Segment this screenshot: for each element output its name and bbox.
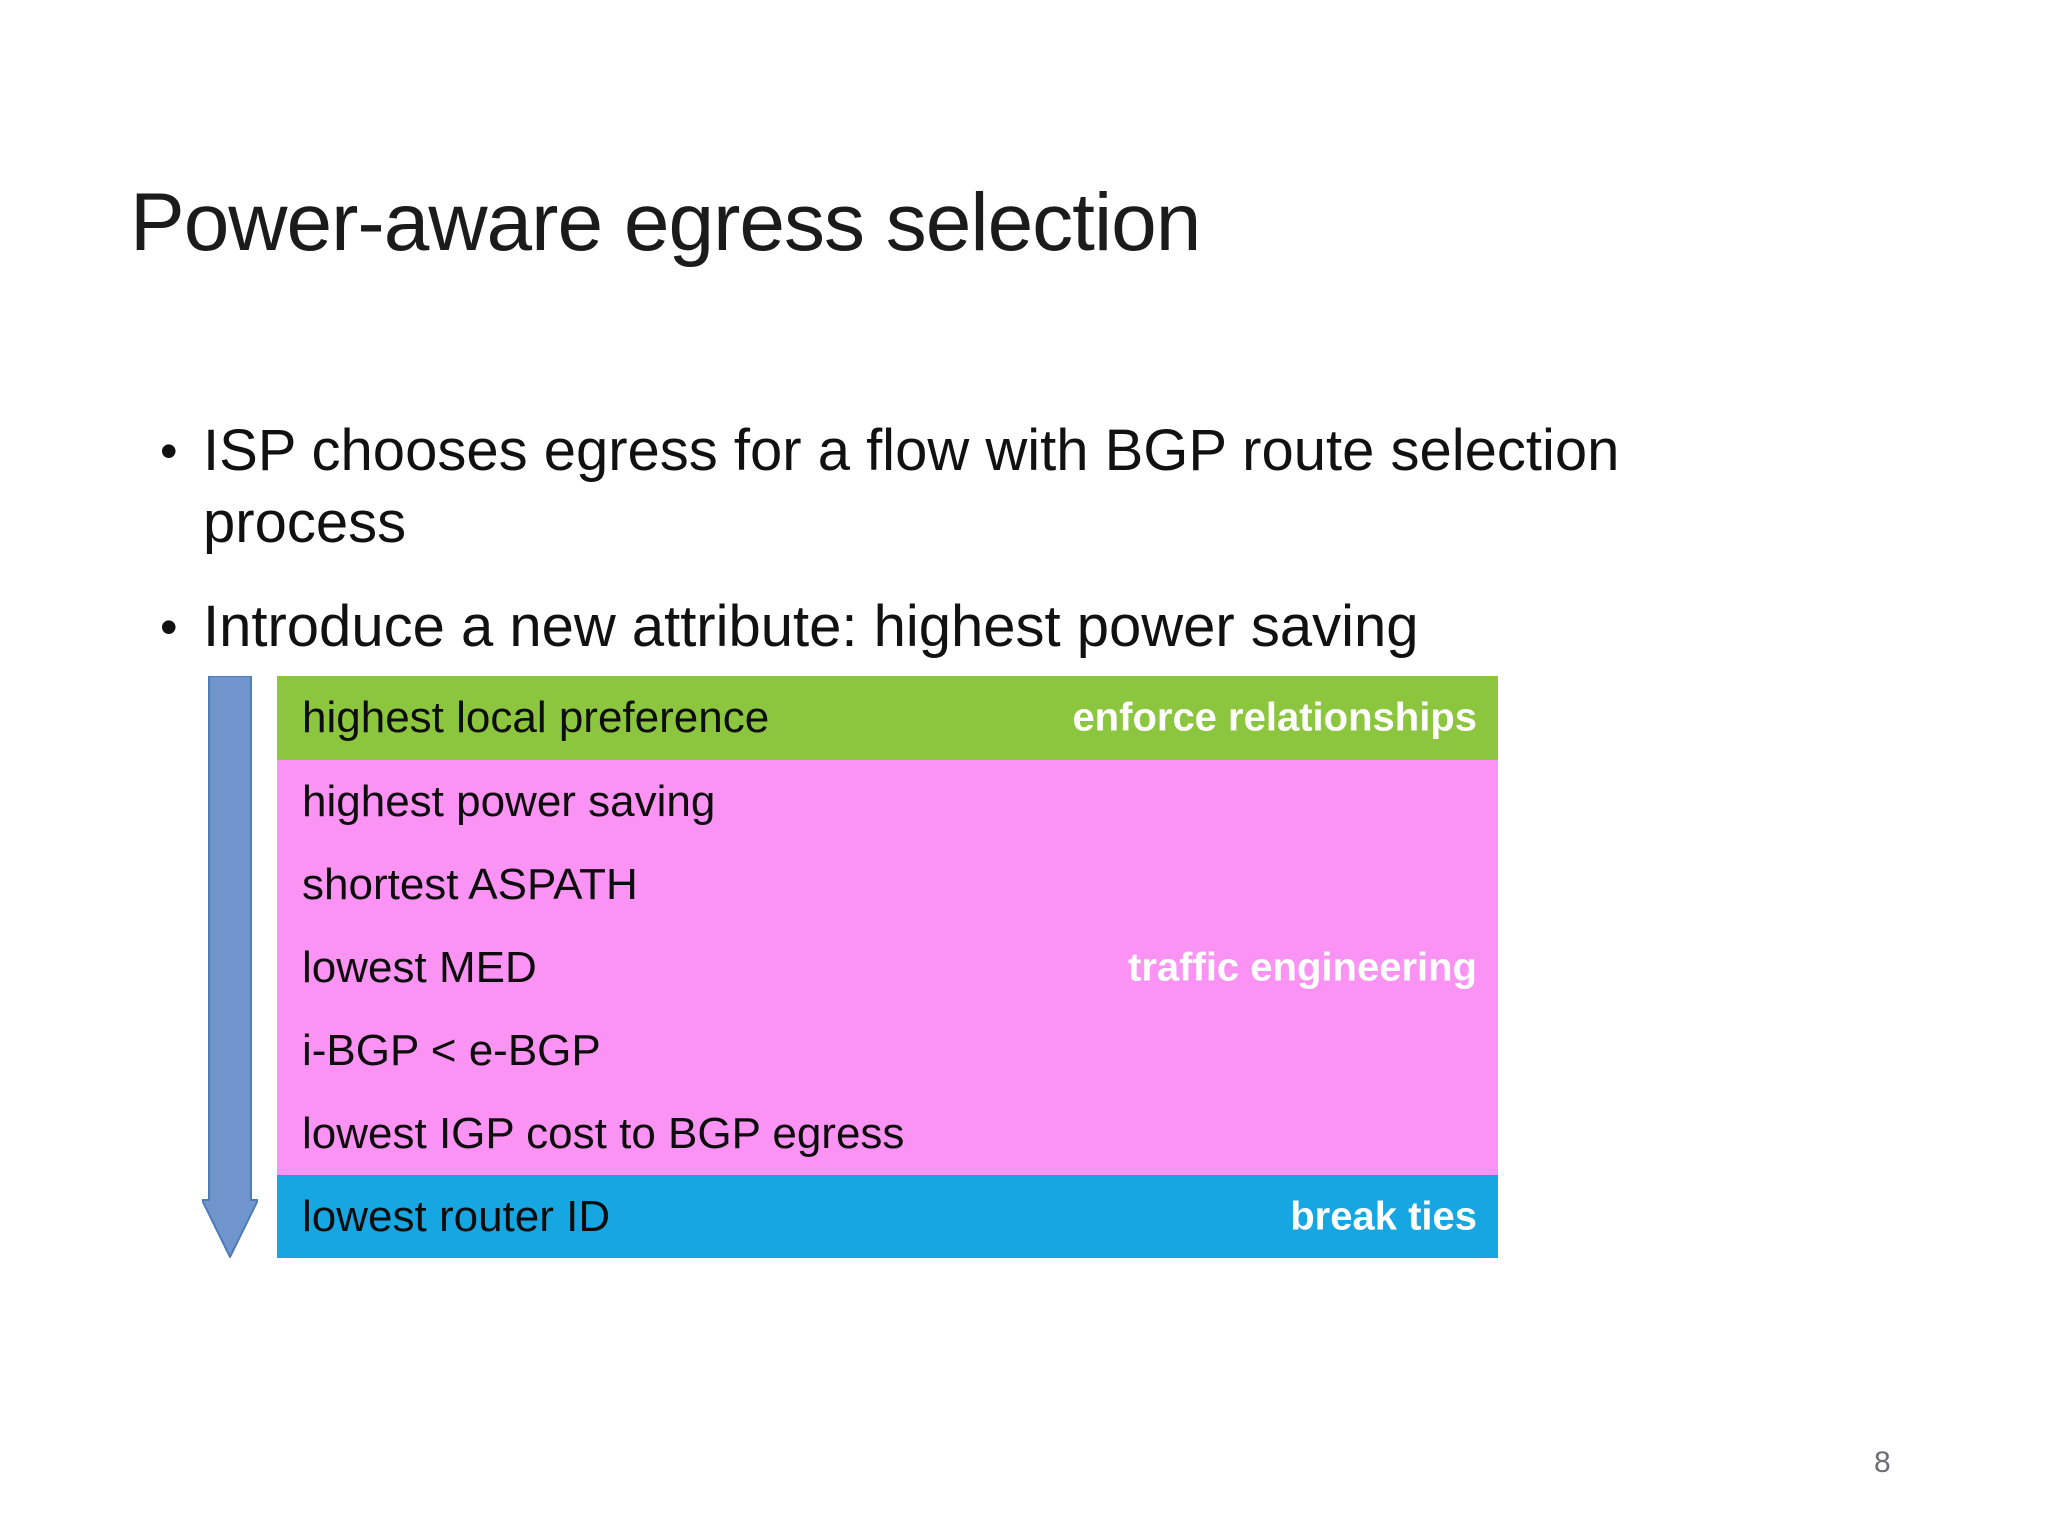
row-label: lowest router ID [302, 1191, 611, 1241]
row-label: highest local preference [302, 693, 770, 742]
bullet-marker-icon: • [160, 599, 178, 655]
table-row: highest power saving [277, 760, 1498, 843]
table-row: lowest router ID break ties [277, 1175, 1498, 1258]
row-category-label: traffic engineering [1128, 945, 1477, 989]
bullet-text-line: ISP chooses egress for a flow with BGP r… [203, 418, 1620, 483]
bullet-text: Introduce a new attribute: highest power… [203, 591, 1419, 663]
row-label: lowest IGP cost to BGP egress [302, 1108, 905, 1158]
bullet-text: ISP chooses egress for a flow with BGP r… [203, 415, 1619, 559]
bgp-priority-table: highest local preference enforce relation… [277, 676, 1498, 1258]
bullet-item-0: • ISP chooses egress for a flow with BGP … [160, 415, 1619, 559]
bullet-text-line: process [203, 490, 407, 555]
row-category-label: break ties [1290, 1194, 1477, 1238]
table-row: shortest ASPATH [277, 843, 1498, 926]
row-label: shortest ASPATH [302, 859, 638, 909]
bullet-marker-icon: • [160, 423, 178, 479]
table-row: lowest IGP cost to BGP egress [277, 1092, 1498, 1175]
down-arrow-icon [202, 676, 258, 1258]
row-label: lowest MED [302, 942, 537, 992]
bullet-text-line: Introduce a new attribute: highest power… [203, 594, 1419, 659]
table-row: i-BGP < e-BGP [277, 1009, 1498, 1092]
row-category-label: enforce relationships [1072, 695, 1477, 740]
page-number: 8 [1874, 1446, 1891, 1479]
slide-title: Power-aware egress selection [130, 177, 1201, 268]
row-label: i-BGP < e-BGP [302, 1025, 601, 1075]
bullet-item-1: • Introduce a new attribute: highest powe… [160, 591, 1419, 663]
table-row: highest local preference enforce relation… [277, 676, 1498, 760]
row-label: highest power saving [302, 776, 716, 826]
table-row: lowest MED traffic engineering [277, 926, 1498, 1009]
